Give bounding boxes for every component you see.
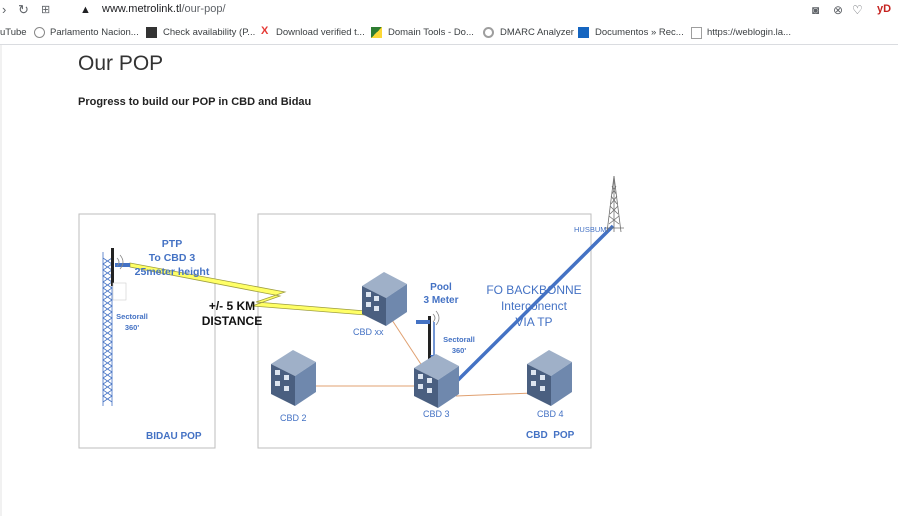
block-icon[interactable]: ⊗ xyxy=(833,3,844,17)
dmarc-icon xyxy=(483,27,494,38)
husbum-tower xyxy=(604,175,624,233)
building-cbd-2 xyxy=(271,350,316,406)
browser-address-bar: › ↻ ⊞ ▲ www.metrolink.tl/our-pop/ ◙ ⊗ ♡ … xyxy=(0,0,898,20)
bookmark-dmarc[interactable]: DMARC Analyzer xyxy=(500,27,574,38)
fiber-backbone-line xyxy=(453,224,615,385)
cbd-3-label: CBD 3 xyxy=(423,409,450,419)
bookmark-youtube[interactable]: uTube xyxy=(0,27,27,38)
url-text[interactable]: www.metrolink.tl/our-pop/ xyxy=(102,3,226,15)
building-cbd-3 xyxy=(414,354,459,408)
cbd-4-label: CBD 4 xyxy=(537,409,564,419)
cbd-xx-label: CBD xx xyxy=(353,327,384,337)
pool-dish xyxy=(416,320,430,324)
profile-avatar[interactable]: yD xyxy=(877,3,892,15)
bookmark-parlamento[interactable]: Parlamento Nacion... xyxy=(50,27,139,38)
bookmarks-bar: uTube Parlamento Nacion... Check availab… xyxy=(0,22,898,45)
forward-icon[interactable]: › xyxy=(2,2,7,17)
building-cbd-4 xyxy=(527,350,572,406)
bookmark-documentos[interactable]: Documentos » Rec... xyxy=(595,27,684,38)
cbd-pop-label: CBD POP xyxy=(526,430,575,441)
reload-icon[interactable]: ↻ xyxy=(18,2,29,17)
domain-tools-icon xyxy=(371,27,382,38)
husbum-label: HUSBUM xyxy=(574,225,607,234)
warning-icon[interactable]: ▲ xyxy=(80,4,91,16)
bidau-pop-label: BIDAU POP xyxy=(146,431,202,442)
parliament-icon xyxy=(34,27,45,38)
page-icon xyxy=(691,27,702,39)
bookmark-download-verified[interactable]: Download verified t... xyxy=(276,27,365,38)
camera-icon[interactable]: ◙ xyxy=(812,3,820,17)
cbd-2-label: CBD 2 xyxy=(280,413,307,423)
bookmark-check-availability[interactable]: Check availability (P... xyxy=(163,27,256,38)
bookmark-weblogin[interactable]: https://weblogin.la... xyxy=(707,27,791,38)
x-icon: X xyxy=(261,25,269,37)
terminal-icon xyxy=(146,27,157,38)
bidau-pop-box xyxy=(78,213,216,449)
page-title: Our POP xyxy=(78,52,164,75)
heart-icon[interactable]: ♡ xyxy=(852,3,863,17)
page-subtitle: Progress to build our POP in CBD and Bid… xyxy=(78,96,312,108)
building-cbd-xx xyxy=(362,272,407,326)
cbd-pop-box xyxy=(257,213,592,449)
bookmark-domain-tools[interactable]: Domain Tools - Do... xyxy=(388,27,474,38)
pool-antenna-pole xyxy=(428,316,431,362)
apps-icon[interactable]: ⊞ xyxy=(41,4,51,16)
documentos-icon xyxy=(578,27,589,38)
left-antenna-pole xyxy=(111,248,114,286)
